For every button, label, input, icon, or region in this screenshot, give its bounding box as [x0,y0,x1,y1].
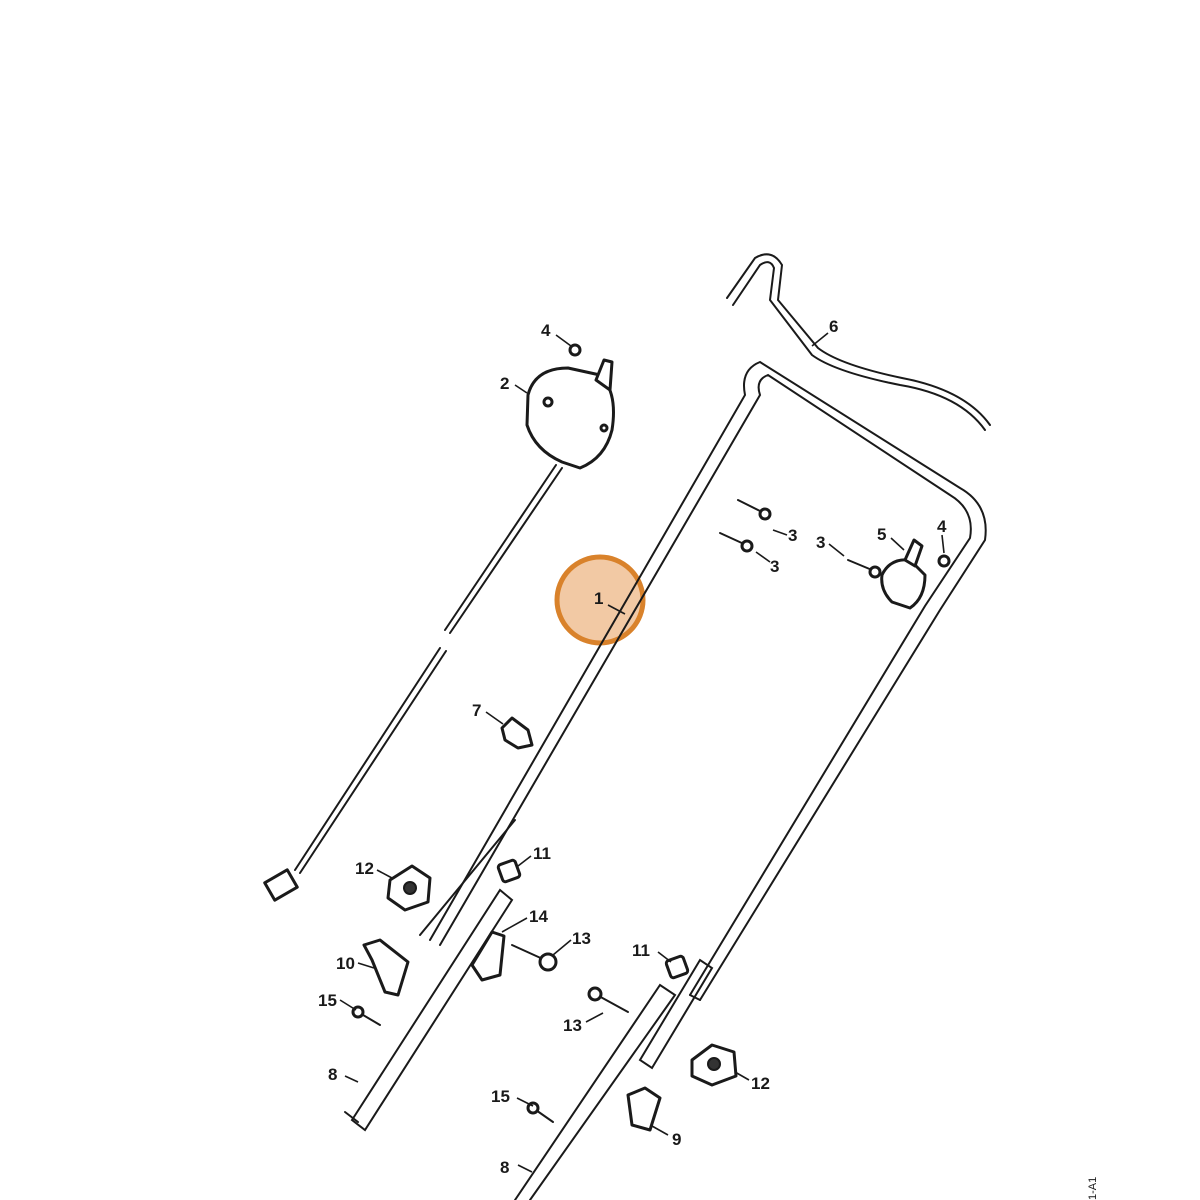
callout-14[interactable]: 14 [529,907,548,926]
callout-12-right[interactable]: 12 [751,1074,770,1093]
callout-3-c[interactable]: 3 [816,533,825,552]
part-12-knob-b[interactable] [690,1043,738,1087]
callout-9[interactable]: 9 [672,1130,681,1149]
part-11-nut-b[interactable] [664,954,690,980]
part-5-lever[interactable] [880,538,927,610]
part-9-guide[interactable] [626,1086,662,1132]
part-8-tube-right[interactable] [514,983,677,1200]
callout-7[interactable]: 7 [472,701,481,720]
part-6-cable[interactable] [726,253,991,431]
callout-2[interactable]: 2 [500,374,509,393]
callout-1[interactable]: 1 [594,589,603,608]
part-13-bolt-b[interactable] [587,986,629,1013]
callout-3-a[interactable]: 3 [788,526,797,545]
callout-13-bottom[interactable]: 13 [563,1016,582,1035]
callout-15-right[interactable]: 15 [491,1087,510,1106]
callout-6[interactable]: 6 [829,317,838,336]
part-4-screw-a[interactable] [568,343,582,357]
callout-4-top[interactable]: 4 [541,321,551,340]
part-2-control-box[interactable] [263,358,615,902]
part-7-clip[interactable] [500,716,534,750]
leader-lines [339,332,945,1173]
callout-11-left[interactable]: 11 [533,844,551,863]
callout-8-left[interactable]: 8 [328,1065,337,1084]
callout-13-top[interactable]: 13 [572,929,591,948]
part-15-screw-a[interactable] [351,1005,381,1026]
callout-15-left[interactable]: 15 [318,991,337,1010]
highlight-circle [554,554,646,646]
callout-3-b[interactable]: 3 [770,557,779,576]
part-slider-right[interactable] [638,958,714,1070]
part-3-screw-a[interactable] [737,499,772,521]
part-15-screw-b[interactable] [526,1101,554,1123]
part-10-guide[interactable] [362,938,410,997]
callout-12-left[interactable]: 12 [355,859,374,878]
part-13-bolt-a[interactable] [511,944,558,972]
callout-8-right[interactable]: 8 [500,1158,509,1177]
part-3-screw-c[interactable] [847,559,882,579]
part-3-screw-b[interactable] [719,532,754,553]
part-1-handle[interactable] [419,360,987,1001]
callout-5[interactable]: 5 [877,525,886,544]
callout-10[interactable]: 10 [336,954,355,973]
callout-4-right[interactable]: 4 [937,517,947,536]
part-8-tube-left[interactable] [344,888,514,1132]
part-4-screw-b[interactable] [937,554,951,568]
part-12-knob-a[interactable] [386,864,432,912]
callout-11-right[interactable]: 11 [632,941,650,960]
part-11-nut-a[interactable] [496,858,522,884]
part-14-bracket[interactable] [470,930,506,982]
drawing-reference-code: 1-A1 [1087,1177,1099,1200]
